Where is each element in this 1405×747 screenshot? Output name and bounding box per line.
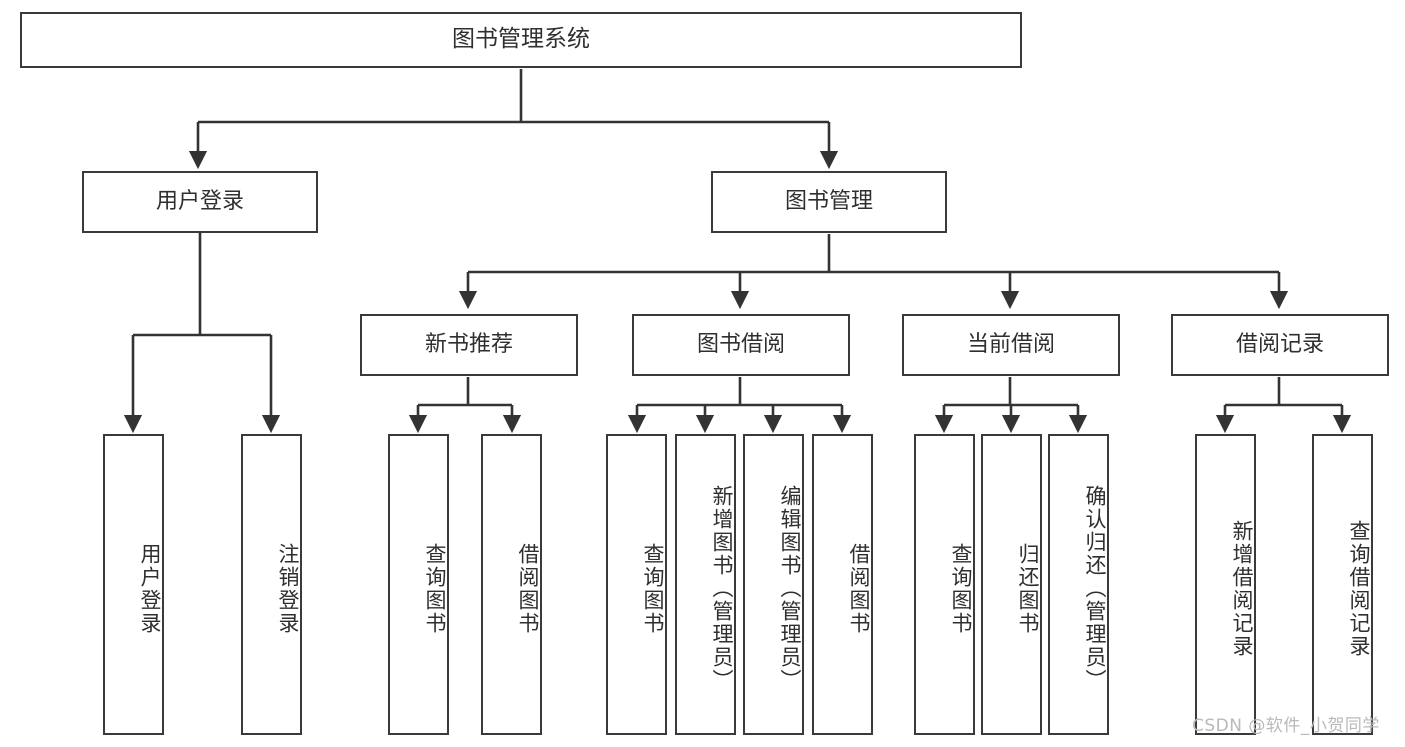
leaf-current-query-book[interactable]: 查询图书 xyxy=(914,434,975,735)
leaf-user-logout-label: 注销登录 xyxy=(276,542,300,635)
node-new-book-recommend[interactable]: 新书推荐 xyxy=(360,314,578,376)
leaf-recommend-borrow-book-label: 借阅图书 xyxy=(516,542,540,635)
leaf-recommend-query-book[interactable]: 查询图书 xyxy=(388,434,449,735)
node-book-borrow[interactable]: 图书借阅 xyxy=(632,314,850,376)
leaf-recommend-borrow-book[interactable]: 借阅图书 xyxy=(481,434,542,735)
leaf-borrow-edit-book-admin-label: 编辑图书（管理员） xyxy=(778,485,802,692)
node-root-label: 图书管理系统 xyxy=(452,26,590,53)
leaf-current-confirm-return-admin-label: 确认归还（管理员） xyxy=(1083,485,1107,692)
node-borrow-record[interactable]: 借阅记录 xyxy=(1171,314,1389,376)
leaf-user-logout[interactable]: 注销登录 xyxy=(241,434,302,735)
node-borrow-record-label: 借阅记录 xyxy=(1235,332,1324,358)
leaf-user-login-label: 用户登录 xyxy=(138,542,162,635)
node-book-management-label: 图书管理 xyxy=(784,189,873,215)
leaf-current-query-book-label: 查询图书 xyxy=(949,542,973,635)
node-root-system[interactable]: 图书管理系统 xyxy=(20,12,1022,68)
leaf-borrow-add-book-admin[interactable]: 新增图书（管理员） xyxy=(675,434,736,735)
node-book-borrow-label: 图书借阅 xyxy=(696,332,785,358)
leaf-record-add-record-label: 新增借阅记录 xyxy=(1230,519,1254,658)
node-book-management[interactable]: 图书管理 xyxy=(711,171,947,233)
node-current-borrow[interactable]: 当前借阅 xyxy=(902,314,1120,376)
leaf-record-query-record-label: 查询借阅记录 xyxy=(1347,519,1371,658)
leaf-borrow-edit-book-admin[interactable]: 编辑图书（管理员） xyxy=(743,434,804,735)
node-new-book-recommend-label: 新书推荐 xyxy=(424,332,513,358)
leaf-borrow-borrow-book[interactable]: 借阅图书 xyxy=(812,434,873,735)
leaf-record-add-record[interactable]: 新增借阅记录 xyxy=(1195,434,1256,735)
leaf-borrow-query-book[interactable]: 查询图书 xyxy=(606,434,667,735)
csdn-watermark: CSDN @软件_小贺同学 xyxy=(1192,716,1380,736)
node-user-login-label: 用户登录 xyxy=(155,189,244,215)
node-user-login[interactable]: 用户登录 xyxy=(82,171,318,233)
leaf-current-return-book[interactable]: 归还图书 xyxy=(981,434,1042,735)
leaf-user-login[interactable]: 用户登录 xyxy=(103,434,164,735)
leaf-borrow-query-book-label: 查询图书 xyxy=(641,542,665,635)
leaf-record-query-record[interactable]: 查询借阅记录 xyxy=(1312,434,1373,735)
leaf-current-confirm-return-admin[interactable]: 确认归还（管理员） xyxy=(1048,434,1109,735)
leaf-recommend-query-book-label: 查询图书 xyxy=(423,542,447,635)
node-current-borrow-label: 当前借阅 xyxy=(966,332,1055,358)
leaf-current-return-book-label: 归还图书 xyxy=(1016,542,1040,635)
leaf-borrow-borrow-book-label: 借阅图书 xyxy=(847,542,871,635)
leaf-borrow-add-book-admin-label: 新增图书（管理员） xyxy=(710,485,734,692)
